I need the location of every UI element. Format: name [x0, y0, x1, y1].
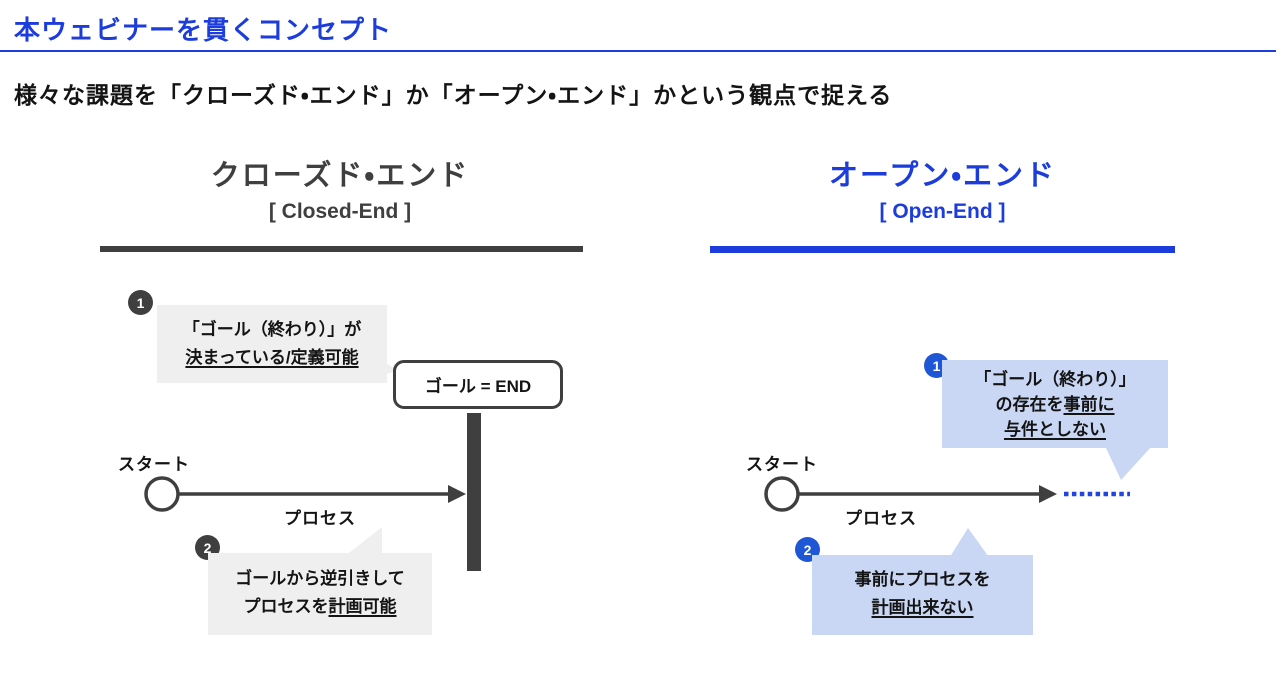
open-start-node-circle — [764, 476, 800, 512]
closed-callout1-line2: 決まっている/定義可能 — [185, 348, 359, 367]
open-process-label: プロセス — [845, 509, 917, 528]
open-end-heading-en: [ Open-End ] — [879, 200, 1006, 223]
open-callout2-line2-underlined: 計画出来ない — [871, 598, 974, 617]
closed-process-label: プロセス — [284, 509, 356, 528]
closed-start-node-circle — [144, 476, 180, 512]
closed-start-label: スタート — [118, 455, 190, 474]
open-end-heading-ja: オープン・エンド — [828, 160, 1057, 192]
goal-end-box: ゴール = END — [393, 360, 563, 409]
closed-callout2-line2-pre: プロセスを — [243, 597, 329, 616]
open-callout-1: 「ゴール（終わり）」 の存在を事前に 与件としない — [942, 360, 1168, 448]
closed-callout2-line1: ゴールから逆引きして — [235, 569, 405, 588]
open-callout1-tail — [1105, 446, 1152, 480]
closed-callout2-tail — [340, 527, 382, 560]
closed-callout-2: ゴールから逆引きして プロセスを計画可能 — [208, 553, 432, 635]
open-end-divider-bar — [710, 246, 1175, 253]
page-title: 本ウェビナーを貫くコンセプト — [14, 15, 393, 45]
closed-badge-1: 1 — [128, 290, 153, 315]
closed-callout-1: 「ゴール（終わり）」が 決まっている/定義可能 — [157, 305, 387, 383]
closed-end-wall-bar — [467, 413, 481, 571]
closed-end-heading: クローズド・エンド [ Closed-End ] — [95, 152, 585, 224]
title-underline — [0, 50, 1276, 52]
open-callout-2: 事前にプロセスを 計画出来ない — [812, 555, 1033, 635]
open-start-label: スタート — [746, 455, 818, 474]
open-callout1-line2-underlined: 事前に — [1063, 395, 1115, 414]
open-end-heading: オープン・エンド [ Open-End ] — [705, 152, 1180, 224]
closed-end-heading-ja: クローズド・エンド — [210, 160, 470, 192]
closed-callout1-line1: 「ゴール（終わり）」が — [182, 320, 362, 339]
open-callout2-tail — [948, 528, 991, 560]
open-callout2-line1: 事前にプロセスを — [854, 570, 991, 589]
closed-end-heading-en: [ Closed-End ] — [268, 200, 412, 223]
slide-subtitle: 様々な課題を「クローズド・エンド」か「オープン・エンド」かという観点で捉える — [14, 82, 893, 108]
closed-callout2-line2-underlined: 計画可能 — [328, 597, 397, 616]
open-process-arrowhead — [1039, 485, 1057, 503]
closed-end-divider-bar — [100, 246, 583, 252]
open-callout1-line1: 「ゴール（終わり）」 — [974, 370, 1136, 389]
open-callout1-line2-pre: の存在を — [995, 395, 1064, 414]
open-callout1-line3-underlined: 与件としない — [1004, 420, 1106, 439]
closed-process-arrowhead — [448, 485, 466, 503]
